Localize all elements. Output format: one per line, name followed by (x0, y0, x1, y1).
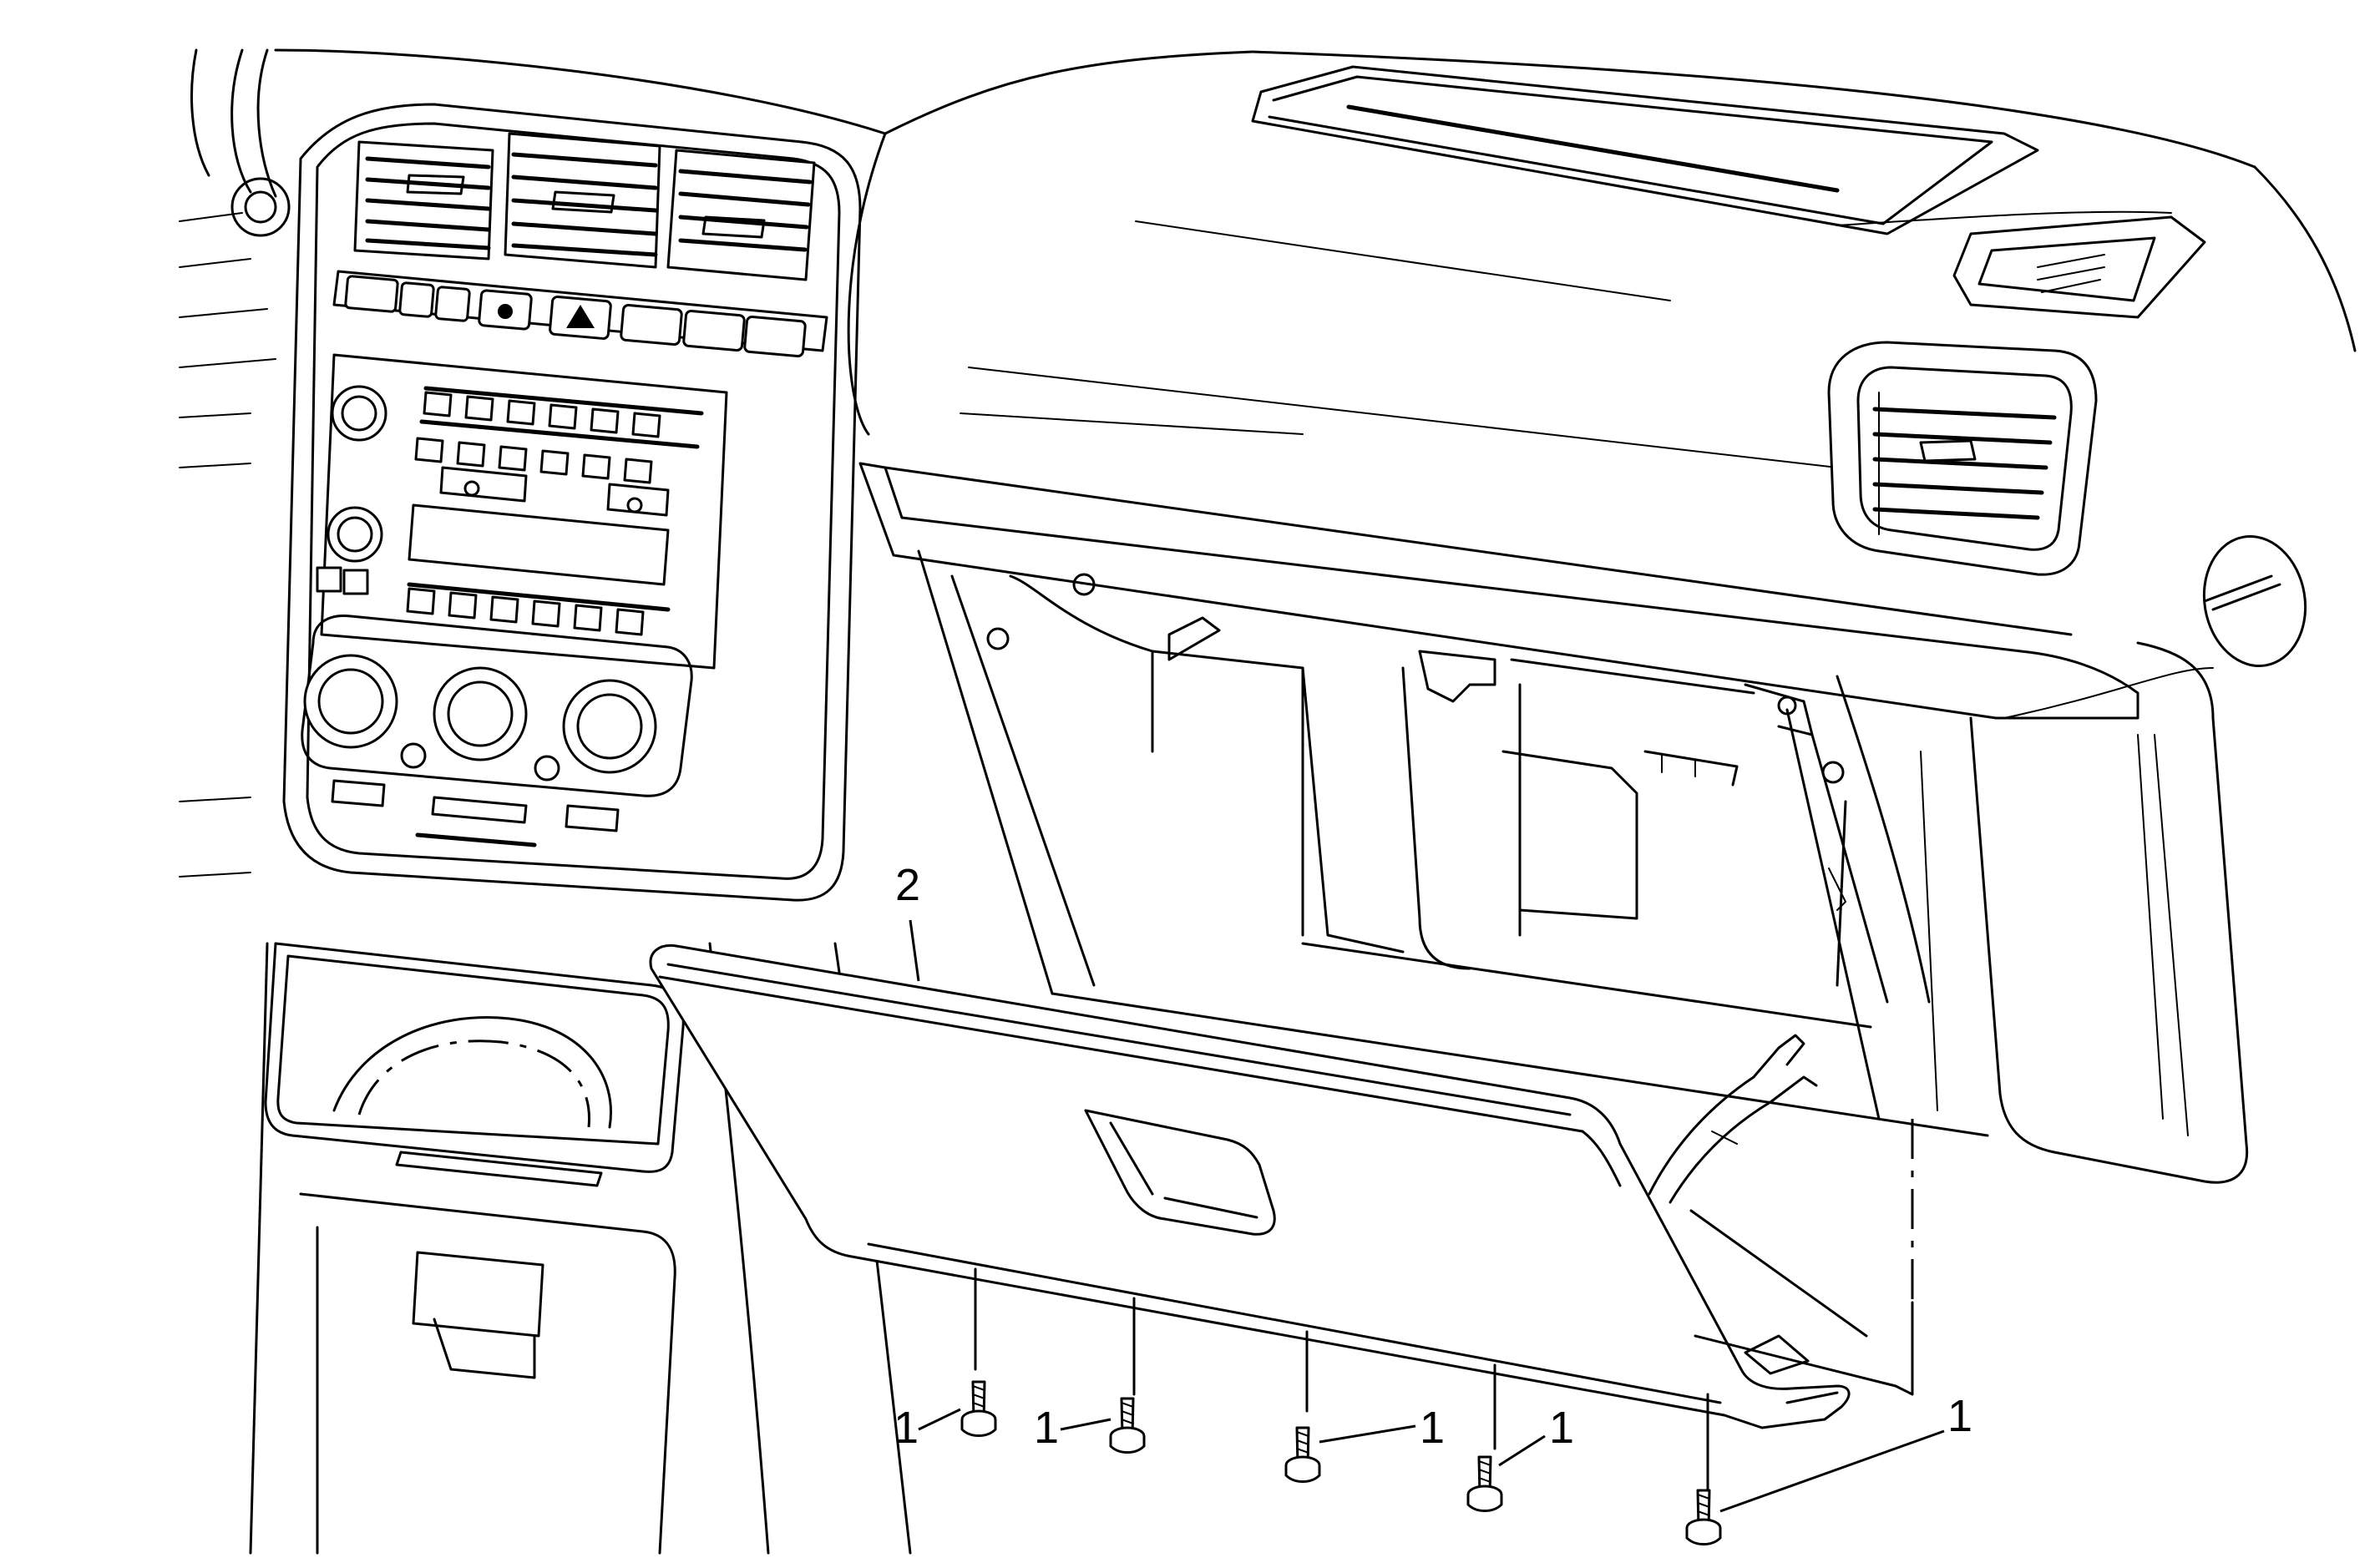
screw-1b (1109, 1397, 1146, 1454)
center-air-vents (353, 132, 816, 281)
instrument-panel (179, 48, 2357, 1184)
screw-1e (1685, 1489, 1722, 1545)
glove-box-opening (858, 462, 2139, 1137)
callout-1d: 1 (1549, 1403, 1574, 1453)
hazard-switch-row (332, 270, 828, 357)
screw-1d (1466, 1455, 1503, 1512)
screw-drop-lines (974, 1267, 1709, 1492)
callout-1b: 1 (1034, 1403, 1059, 1453)
screw-1c (1284, 1426, 1321, 1483)
climate-control (301, 614, 693, 847)
glove-box-door (649, 943, 1914, 1429)
radio-unit (316, 353, 728, 670)
callout-leaders (909, 919, 1945, 1513)
callout-1a: 1 (894, 1403, 919, 1453)
callout-1c: 1 (1420, 1403, 1445, 1453)
center-stack (179, 103, 912, 1555)
screw-1a (960, 1380, 997, 1437)
callout-1e: 1 (1947, 1391, 1972, 1441)
callout-2: 2 (895, 860, 920, 910)
